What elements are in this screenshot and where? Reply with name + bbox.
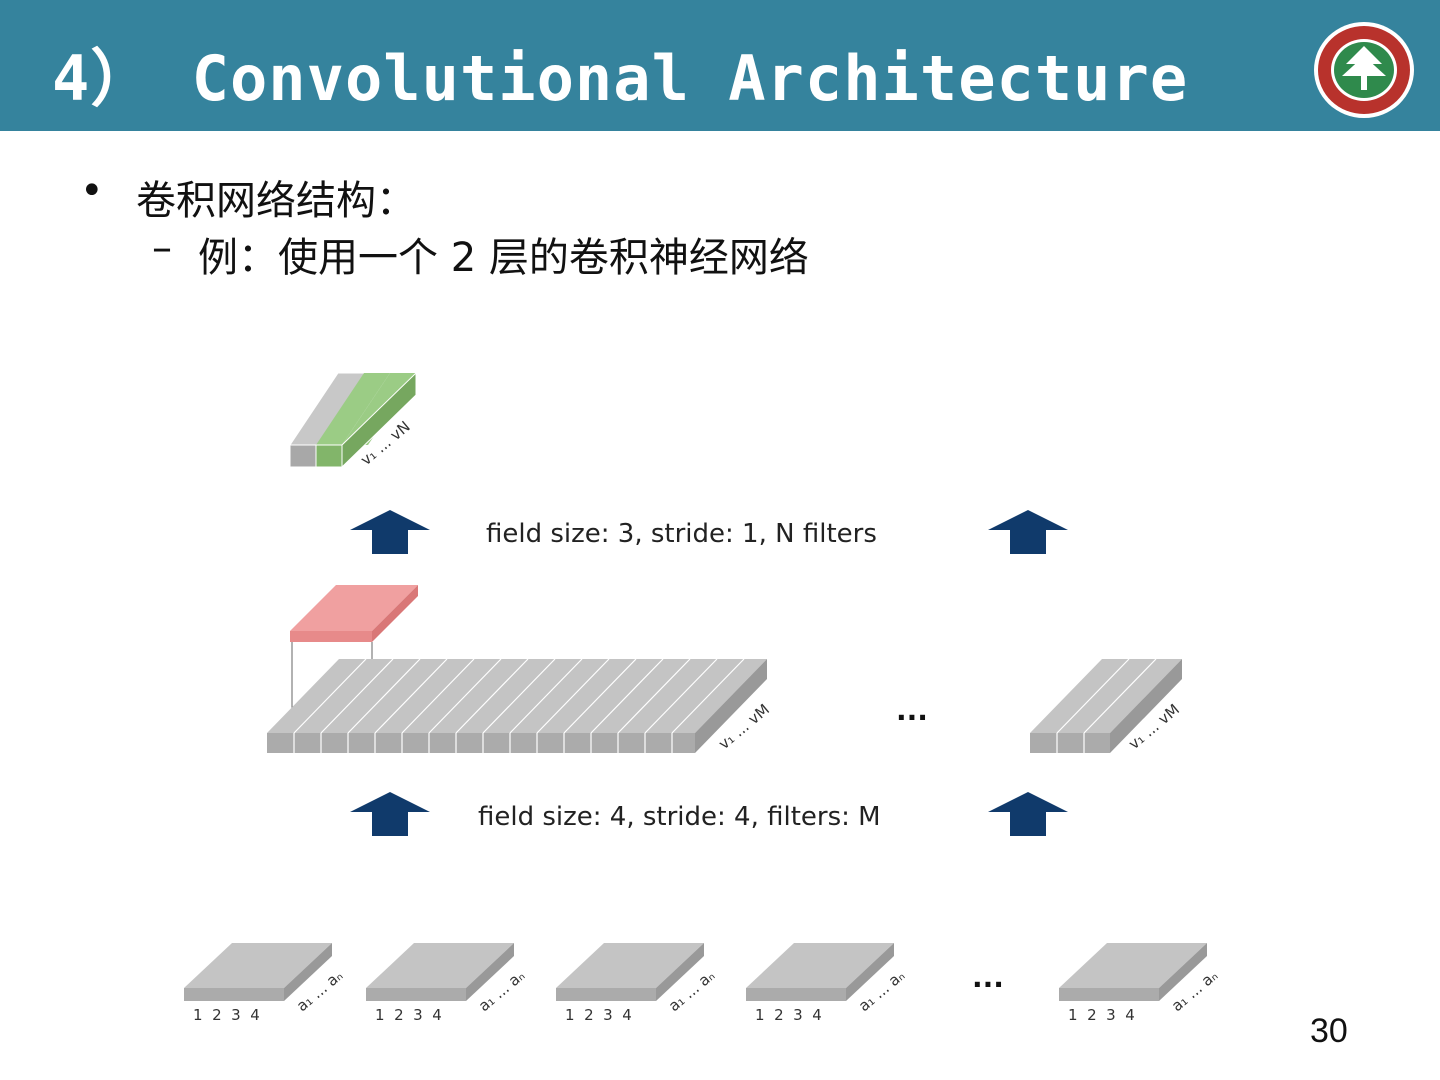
slide-title: 4） Convolutional Architecture [52, 42, 1189, 115]
input-block-numbers: 1 2 3 4 [565, 1006, 632, 1024]
top-layer-block [289, 371, 417, 469]
lower-arrow-label: field size: 4, stride: 4, filters: M [478, 802, 881, 832]
bullet-dash: – [152, 225, 172, 271]
upper-arrow-label: field size: 3, stride: 1, N filters [486, 519, 877, 549]
bullet-level1: • 卷积网络结构： [80, 168, 416, 306]
up-arrow-icon [350, 510, 430, 554]
input-block-numbers: 1 2 3 4 [1068, 1006, 1135, 1024]
input-ellipsis: ... [972, 961, 1004, 994]
middle-ellipsis: ... [896, 694, 928, 727]
input-block-numbers: 1 2 3 4 [755, 1006, 822, 1024]
up-arrow-icon [350, 792, 430, 836]
input-block-5 [1059, 943, 1207, 1001]
bullet-level2: – 例：使用一个 2 层的卷积神经网络 [152, 225, 809, 363]
bullet-dot: • [80, 168, 104, 214]
input-block-numbers: 1 2 3 4 [193, 1006, 260, 1024]
input-block-4 [746, 943, 894, 1001]
input-block-numbers: 1 2 3 4 [375, 1006, 442, 1024]
bullet-level1-text: 卷积网络结构： [136, 178, 416, 224]
input-block-1 [184, 943, 332, 1001]
middle-right-block [1030, 658, 1182, 753]
bullet-level2-text: 例：使用一个 2 层的卷积神经网络 [198, 235, 809, 281]
university-seal-icon [1314, 22, 1414, 118]
middle-layer-block [267, 658, 767, 753]
up-arrow-icon [988, 792, 1068, 836]
up-arrow-icon [988, 510, 1068, 554]
title-bar: 4） Convolutional Architecture [0, 0, 1440, 131]
page-number: 30 [1310, 1012, 1348, 1050]
input-block-2 [366, 943, 514, 1001]
input-block-3 [556, 943, 704, 1001]
